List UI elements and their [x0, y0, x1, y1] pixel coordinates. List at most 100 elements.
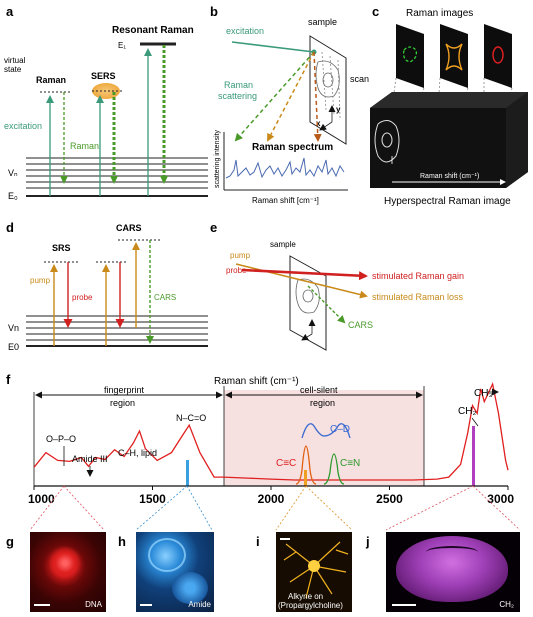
- peak-label-cd: C–D: [330, 424, 350, 435]
- peak-label-ch2: CH₂: [458, 406, 476, 417]
- peak-label-opo: O–P–O: [46, 434, 76, 444]
- pump-beam-e: [235, 263, 368, 299]
- panel-letter-f: f: [6, 372, 11, 387]
- label-amide: Amide: [188, 600, 211, 609]
- panel-letter-d: d: [6, 220, 14, 235]
- peak-label-amide3: Amide III: [72, 454, 108, 464]
- cell-silent-band: [224, 390, 424, 486]
- label-dna: DNA: [85, 600, 102, 609]
- energy-levels-a: [26, 157, 208, 197]
- scale-bar-j: [392, 604, 416, 606]
- cd-band-curve: [301, 423, 351, 439]
- x-tick-label: 1000: [28, 492, 55, 506]
- panel-letter-e: e: [210, 220, 217, 235]
- nitrile-band-curve: [323, 453, 345, 485]
- excitation-label-b: excitation: [226, 26, 264, 36]
- scale-bar-h: [140, 604, 152, 606]
- spectrum-ylabel: scattering intensity: [214, 130, 221, 188]
- cell-outline-h: [148, 538, 186, 572]
- panel-a: a virtual state Raman SERS Resonant Rama…: [4, 4, 208, 201]
- axis-y-label-b: y: [336, 105, 341, 114]
- sample-label-e: sample: [270, 240, 296, 249]
- scatter-arrow-brown: [313, 51, 322, 142]
- spectrum-layer: [33, 381, 509, 481]
- spectrum-series-line: [33, 381, 509, 481]
- label-ch2: CH₂: [499, 600, 514, 609]
- panel-letter-c: c: [372, 4, 379, 19]
- peak-label-cn: C≡N: [340, 458, 360, 469]
- raman-arrow-label: Raman: [70, 141, 99, 151]
- scatter-arrow-orange: [267, 51, 315, 142]
- peak-label-ch-lipid: C–H, lipid: [118, 448, 157, 458]
- alkyne-marker-bar: [304, 470, 307, 486]
- spectrum-line-b: [225, 157, 345, 179]
- panel-d: d SRS CARS pump probe CARS Vn E0: [6, 220, 208, 352]
- panel-letter-a: a: [6, 4, 14, 19]
- panel-letter-b: b: [210, 4, 218, 19]
- cell-blob-h: [172, 572, 208, 604]
- panel-letter-j: j: [365, 534, 370, 549]
- scale-bar-i: [280, 538, 290, 540]
- panel-b: b excitation sample scan y x Raman scatt…: [210, 4, 369, 205]
- cars-title: CARS: [116, 223, 142, 233]
- amide-marker-bar: [186, 460, 189, 486]
- alkyne-band-curve: [295, 445, 317, 485]
- zoom-guides: [29, 485, 521, 531]
- sample-plane-e: [289, 255, 327, 351]
- e0-label-a: E₀: [8, 191, 18, 201]
- label-alkyne-1: Alkyne on: [288, 592, 324, 601]
- x-tick-label: 2500: [376, 492, 403, 506]
- green-structure-image: [402, 46, 418, 63]
- x-axis-arrow-b: [319, 121, 333, 131]
- micrograph-dna: DNA: [30, 532, 106, 612]
- panel-e: e sample pump probe stimulated Raman gai…: [210, 220, 464, 351]
- panel-letter-h: h: [118, 534, 126, 549]
- raman-scattering-label-1: Raman: [224, 80, 253, 90]
- silent-label-1: cell-silent: [300, 385, 338, 395]
- hypercube-top: [370, 92, 528, 108]
- scale-bar-g: [34, 604, 50, 606]
- probe-label-e: probe: [226, 266, 247, 275]
- panel-letter-g: g: [6, 534, 14, 549]
- virtual-state-label-1: virtual: [4, 56, 26, 65]
- cell-sketch-b: [315, 51, 341, 119]
- raman-images-title: Raman images: [406, 8, 473, 19]
- sers-title: SERS: [91, 71, 116, 81]
- scan-label: scan: [350, 74, 369, 84]
- hyperspectral-caption: Hyperspectral Raman image: [384, 196, 511, 207]
- excitation-label-a: excitation: [4, 121, 42, 131]
- orange-structure-image: [445, 43, 463, 71]
- sample-plane-b: [309, 35, 347, 145]
- micrograph-amide: Amide: [136, 532, 214, 612]
- pump-label-e: pump: [230, 251, 251, 260]
- hypercube-axis-label: Raman shift (cm⁻¹): [420, 173, 479, 180]
- scatter-arrow-green: [234, 51, 315, 142]
- e0-label-d: E0: [8, 342, 19, 352]
- raman-title: Raman: [36, 75, 66, 85]
- peak-label-cc: C≡C: [276, 458, 296, 469]
- cars-beam-e: [307, 285, 346, 324]
- raman-image-card-3: [484, 24, 512, 88]
- gain-label: stimulated Raman gain: [372, 271, 464, 281]
- red-structure-image: [492, 46, 504, 64]
- x-tick-label: 2000: [258, 492, 285, 506]
- x-tick-label: 1500: [139, 492, 166, 506]
- cars-label-e: CARS: [348, 320, 373, 330]
- nucleus-blob: [48, 546, 82, 580]
- cell-outline-c: [374, 120, 400, 163]
- ch2-leader: [471, 417, 479, 427]
- srs-title: SRS: [52, 243, 71, 253]
- pump-label-d: pump: [30, 276, 51, 285]
- raman-shift-title-f: Raman shift (cm⁻¹): [214, 376, 299, 387]
- raman-shift-axis-head: [500, 179, 506, 185]
- brain-ventricle: [426, 546, 478, 558]
- raman-image-card-2: [440, 24, 468, 88]
- label-alkyne-2: (Propargylcholine): [278, 601, 343, 610]
- raman-spectrum-title: Raman spectrum: [252, 142, 333, 153]
- peak-label-ch3: CH₃: [474, 388, 493, 399]
- vn-label-a: Vₙ: [8, 168, 18, 178]
- panel-c: c Raman images Raman shift (cm⁻¹) Hypers…: [370, 4, 528, 207]
- resonant-raman-title: Resonant Raman: [112, 25, 194, 36]
